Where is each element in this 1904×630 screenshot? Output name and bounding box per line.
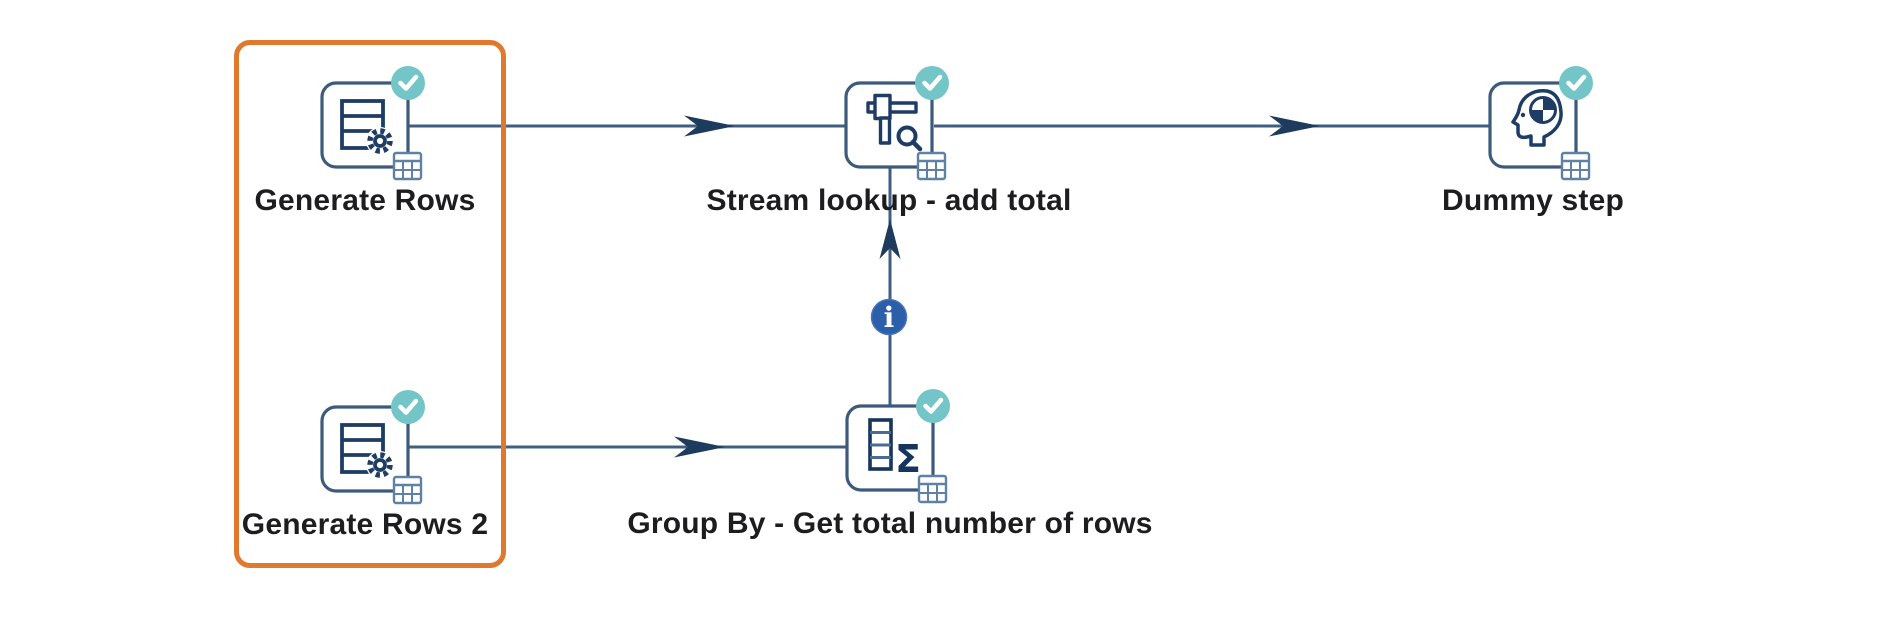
sigma-glyph: Σ	[895, 437, 921, 481]
row-generator-icon	[320, 66, 425, 181]
dummy-step-icon	[1488, 66, 1593, 181]
gear-icon	[366, 451, 394, 479]
hop-arrowhead	[674, 436, 725, 458]
success-check-icon	[916, 389, 950, 423]
data-grid-badge-icon	[392, 151, 423, 181]
hop-arrowhead	[684, 115, 735, 137]
data-grid-badge-icon	[916, 151, 947, 181]
head-glyph	[1511, 89, 1563, 147]
row-generator-icon	[320, 390, 425, 505]
success-check-icon	[1559, 66, 1593, 100]
stream-lookup-icon	[844, 66, 949, 181]
hop-stream-lookup-to-dummy-step[interactable]	[934, 115, 1489, 137]
group-by-icon: Σ	[845, 389, 950, 504]
step-stream-lookup[interactable]: Stream lookup - add total	[706, 64, 1071, 217]
step-dummy-step[interactable]: Dummy step	[1442, 64, 1624, 217]
selection-highlight	[234, 40, 506, 568]
table-glyph	[868, 418, 893, 471]
success-check-icon	[391, 66, 425, 100]
step-generate-rows-2[interactable]: Generate Rows 2	[242, 388, 488, 541]
hop-group-by-to-stream-lookup[interactable]: i	[870, 167, 908, 406]
step-label: Generate Rows 2	[241, 508, 489, 541]
step-label: Stream lookup - add total	[706, 184, 1072, 217]
step-label: Group By - Get total number of rows	[627, 507, 1153, 540]
magnifier-icon	[896, 125, 923, 152]
info-hop-icon[interactable]: i	[870, 298, 908, 336]
gear-icon	[366, 127, 394, 155]
success-check-icon	[391, 390, 425, 424]
data-grid-badge-icon	[917, 474, 948, 504]
hop-generate-rows-to-stream-lookup[interactable]	[408, 115, 846, 137]
data-grid-badge-icon	[392, 475, 423, 505]
step-group-by[interactable]: Σ Group By - Get total number of rows	[627, 387, 1152, 540]
data-grid-badge-icon	[1560, 151, 1591, 181]
step-label: Generate Rows	[254, 184, 476, 217]
step-generate-rows[interactable]: Generate Rows	[254, 64, 475, 217]
hop-arrowhead	[879, 219, 901, 259]
hop-arrowhead	[1269, 115, 1320, 137]
hop-generate-rows-2-to-group-by[interactable]	[408, 436, 847, 458]
hammer-glyph	[866, 93, 918, 145]
success-check-icon	[915, 66, 949, 100]
step-label: Dummy step	[1441, 184, 1625, 217]
info-hop-label: i	[884, 301, 895, 334]
